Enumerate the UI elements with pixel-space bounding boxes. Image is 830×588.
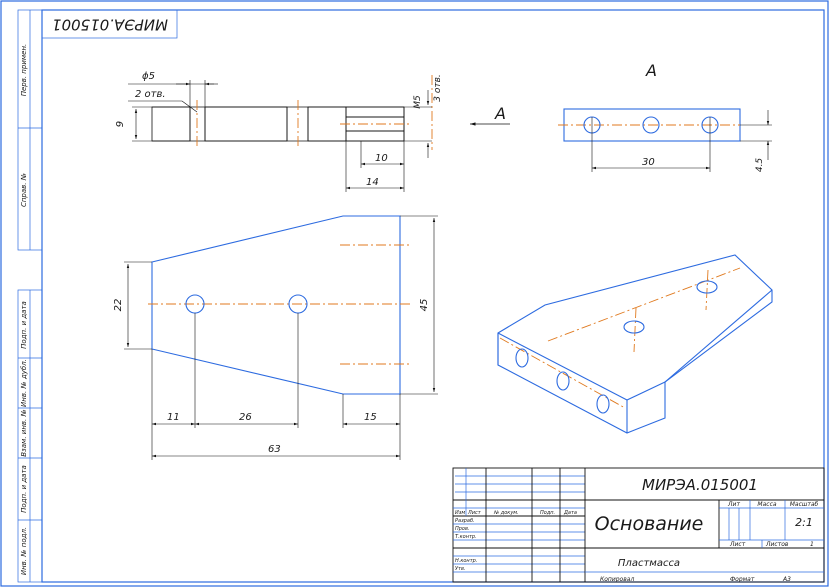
side-label-7: Инв. № подл.: [20, 527, 28, 575]
title-block: МИРЭА.015001 Основание Пластмасса Лит Ма…: [452, 467, 825, 583]
isometric-view: [497, 254, 773, 434]
dim-thread: М5: [413, 95, 423, 109]
side-strip: Перв. примен. Справ. № Подп. и дата Инв.…: [17, 9, 43, 583]
tb-format-value: А3: [782, 576, 791, 583]
view-arrow-label: А: [494, 104, 506, 123]
tb-col-mass: Масса: [757, 501, 776, 508]
dim-15: 15: [364, 412, 377, 423]
top-stamp: МИРЭА.015001: [41, 9, 178, 39]
tb-head-doc: № докум.: [493, 510, 519, 516]
tb-format: Формат: [730, 576, 755, 583]
dim-thickness: 9: [115, 121, 126, 127]
view-arrow-a: А: [470, 104, 510, 126]
tb-copied: Копировал: [600, 576, 634, 583]
view-a: А 30 4.5: [558, 61, 772, 172]
tb-material: Пластмасса: [618, 558, 680, 569]
iso-hole: [623, 320, 645, 334]
tb-role-check: Пров.: [455, 526, 470, 532]
dim-45: 45: [419, 299, 430, 312]
tb-col-lit: Лит: [727, 501, 740, 508]
tb-designation: МИРЭА.015001: [642, 476, 758, 494]
side-label-2: Справ. №: [20, 173, 28, 207]
view-a-label: А: [645, 61, 657, 80]
side-label-4: Инв. № дубл.: [20, 359, 28, 407]
tb-part-name: Основание: [595, 513, 704, 535]
dim-4-5: 4.5: [755, 158, 765, 173]
side-label-5: Взам. инв. №: [20, 409, 28, 457]
stamp-mirrored-text: МИРЭА.015001: [52, 16, 168, 34]
dim-14: 14: [366, 177, 379, 188]
view-a-hole: [642, 116, 660, 134]
tb-head-sign: Подп.: [540, 510, 555, 516]
dim-63: 63: [268, 444, 281, 455]
tb-head-list: Лист: [467, 510, 482, 516]
dim-hole-dia: ϕ5: [142, 71, 155, 82]
dim-26: 26: [239, 412, 252, 423]
dim-hole-count: 2 отв.: [135, 89, 166, 100]
tb-role-approve: Утв.: [455, 566, 466, 572]
tb-sheets-label: Листов: [765, 541, 789, 548]
tb-role-dev: Разраб.: [455, 518, 475, 524]
tb-sheet-label: Лист: [729, 541, 746, 548]
iso-hole: [556, 371, 570, 391]
side-label-6: Подп. и дата: [20, 465, 28, 513]
side-label-3: Подп. и дата: [20, 301, 28, 349]
tb-head-date: Дата: [563, 510, 577, 516]
dim-11: 11: [167, 412, 180, 423]
iso-hole: [596, 394, 610, 414]
iso-hole: [696, 280, 718, 294]
tb-head-izm: Изм: [455, 510, 465, 516]
section-view: [151, 75, 433, 150]
tb-sheets-value: 1: [810, 541, 814, 548]
side-label-1: Перв. примен.: [20, 44, 28, 97]
tb-role-ncontrol: Н.контр.: [455, 558, 477, 564]
plan-dimensions: 22 45 11 26 15 63: [113, 215, 438, 460]
plan-view: [148, 215, 410, 395]
dim-22: 22: [113, 299, 124, 312]
dim-10: 10: [375, 153, 388, 164]
tb-scale-value: 2:1: [795, 516, 813, 529]
tb-col-scale: Масштаб: [790, 501, 819, 508]
tb-role-tcontrol: Т.контр.: [455, 534, 477, 540]
dim-30: 30: [642, 157, 655, 168]
section-dimensions: 9 ϕ5 2 отв. М5 3 отв. 10 14: [115, 71, 443, 192]
iso-hole: [515, 348, 529, 368]
dim-thread-count: 3 отв.: [433, 74, 443, 102]
